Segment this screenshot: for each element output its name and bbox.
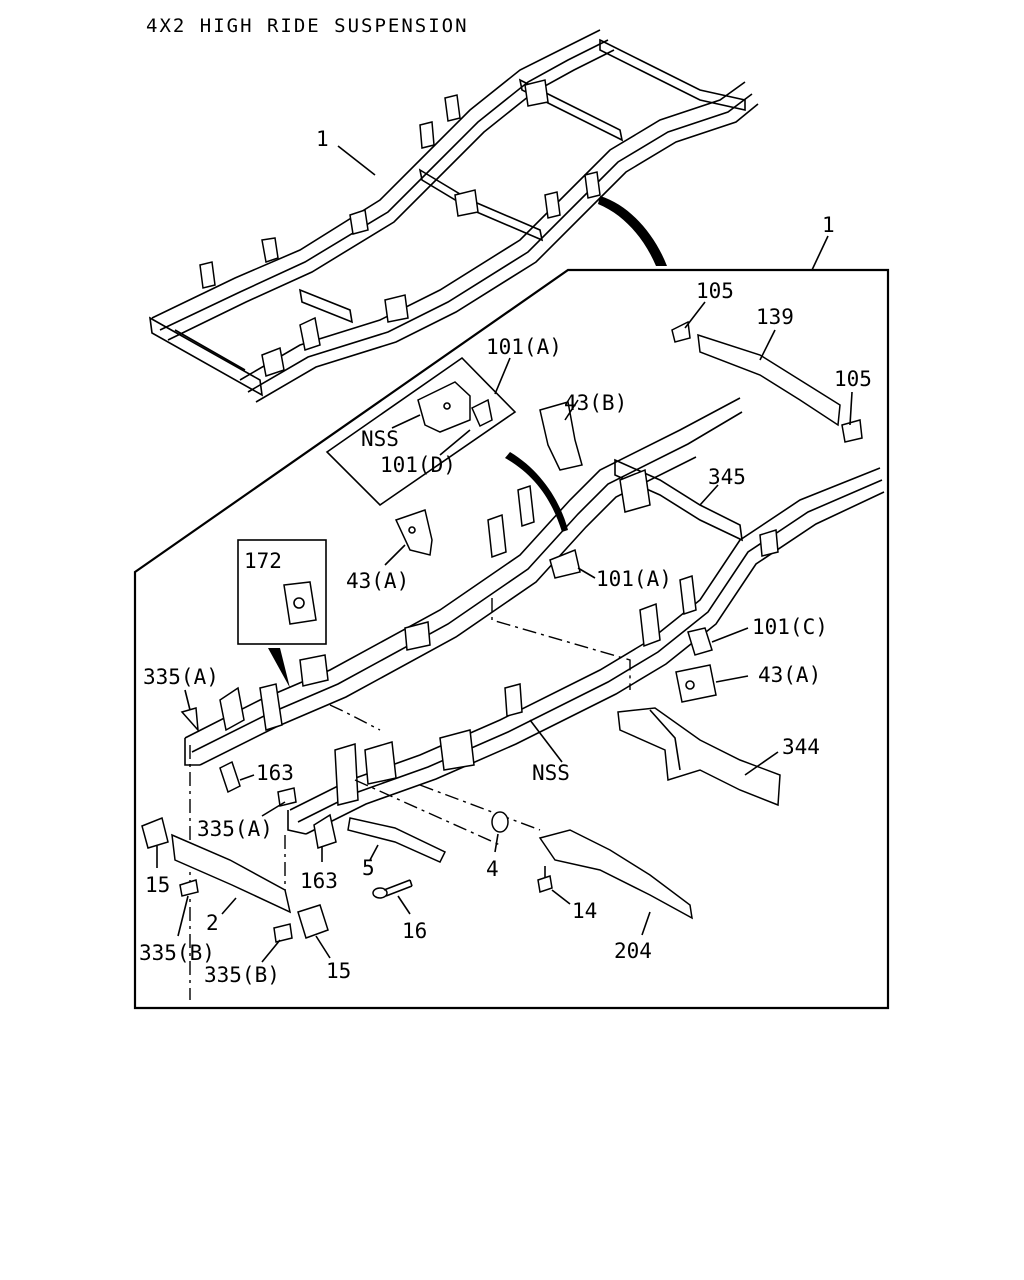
clip-335a-top <box>180 707 199 733</box>
label-172: 172 <box>244 549 282 573</box>
label-101a-top: 101(A) <box>486 335 562 359</box>
diagram-title: 4X2 HIGH RIDE SUSPENSION <box>146 15 469 37</box>
label-1-top: 1 <box>316 127 329 151</box>
label-2: 2 <box>206 911 219 935</box>
bracket-163-b <box>313 813 337 849</box>
label-nss-main: NSS <box>532 761 570 785</box>
label-335b-a: 335(B) <box>139 941 215 965</box>
label-344: 344 <box>782 735 820 759</box>
bolt-14 <box>537 866 553 893</box>
inset-172-box <box>237 539 327 645</box>
strap-5 <box>347 817 447 863</box>
mount-15-right <box>297 904 329 939</box>
leader-1-top <box>337 145 376 176</box>
leader-1-right <box>811 235 829 271</box>
frame-assembly-overview <box>148 29 759 403</box>
frame-side-rail <box>184 397 885 835</box>
mount-15-left <box>141 816 169 849</box>
clip-335a-mid <box>277 787 297 807</box>
label-43b: 43(B) <box>564 391 627 415</box>
label-14: 14 <box>572 899 597 923</box>
bracket-43a-right <box>675 664 717 703</box>
label-15-right: 15 <box>326 959 351 983</box>
label-335a-top: 335(A) <box>143 665 219 689</box>
label-105-b: 105 <box>834 367 872 391</box>
label-16: 16 <box>402 919 427 943</box>
callout-arc-top <box>598 196 667 266</box>
bolt-16 <box>372 879 413 899</box>
label-163-b: 163 <box>300 869 338 893</box>
label-101c: 101(C) <box>752 615 828 639</box>
label-43a-right: 43(A) <box>758 663 821 687</box>
label-204: 204 <box>614 939 652 963</box>
label-5: 5 <box>362 856 375 880</box>
bracket-163-a <box>219 760 241 794</box>
label-139: 139 <box>756 305 794 329</box>
clip-335b-b <box>273 923 293 943</box>
plate-172 <box>283 581 317 625</box>
label-335a-mid: 335(A) <box>197 817 273 841</box>
label-nss-inset: NSS <box>361 427 399 451</box>
label-345: 345 <box>708 465 746 489</box>
label-1-right: 1 <box>822 213 835 237</box>
crossmember-344 <box>617 707 781 807</box>
callout-arc-inset <box>505 452 568 532</box>
label-101d: 101(D) <box>380 453 456 477</box>
label-4: 4 <box>486 857 499 881</box>
label-15-left: 15 <box>145 873 170 897</box>
bracket-101d <box>417 381 493 433</box>
clip-335b-a <box>179 879 199 897</box>
crossmember-2 <box>171 833 292 914</box>
label-101a-mid: 101(A) <box>596 567 672 591</box>
label-163-a: 163 <box>256 761 294 785</box>
label-335b-b: 335(B) <box>204 963 280 987</box>
label-43a-left: 43(A) <box>346 569 409 593</box>
inset-nss-box <box>325 356 517 507</box>
detail-border <box>133 268 890 1010</box>
nut-4 <box>491 811 509 833</box>
plate-204 <box>538 829 693 920</box>
callout-arrow-172 <box>268 648 290 688</box>
bracket-101c <box>687 627 713 656</box>
bracket-101a-mid <box>549 548 581 579</box>
label-105-a: 105 <box>696 279 734 303</box>
bracket-43b <box>539 401 583 471</box>
